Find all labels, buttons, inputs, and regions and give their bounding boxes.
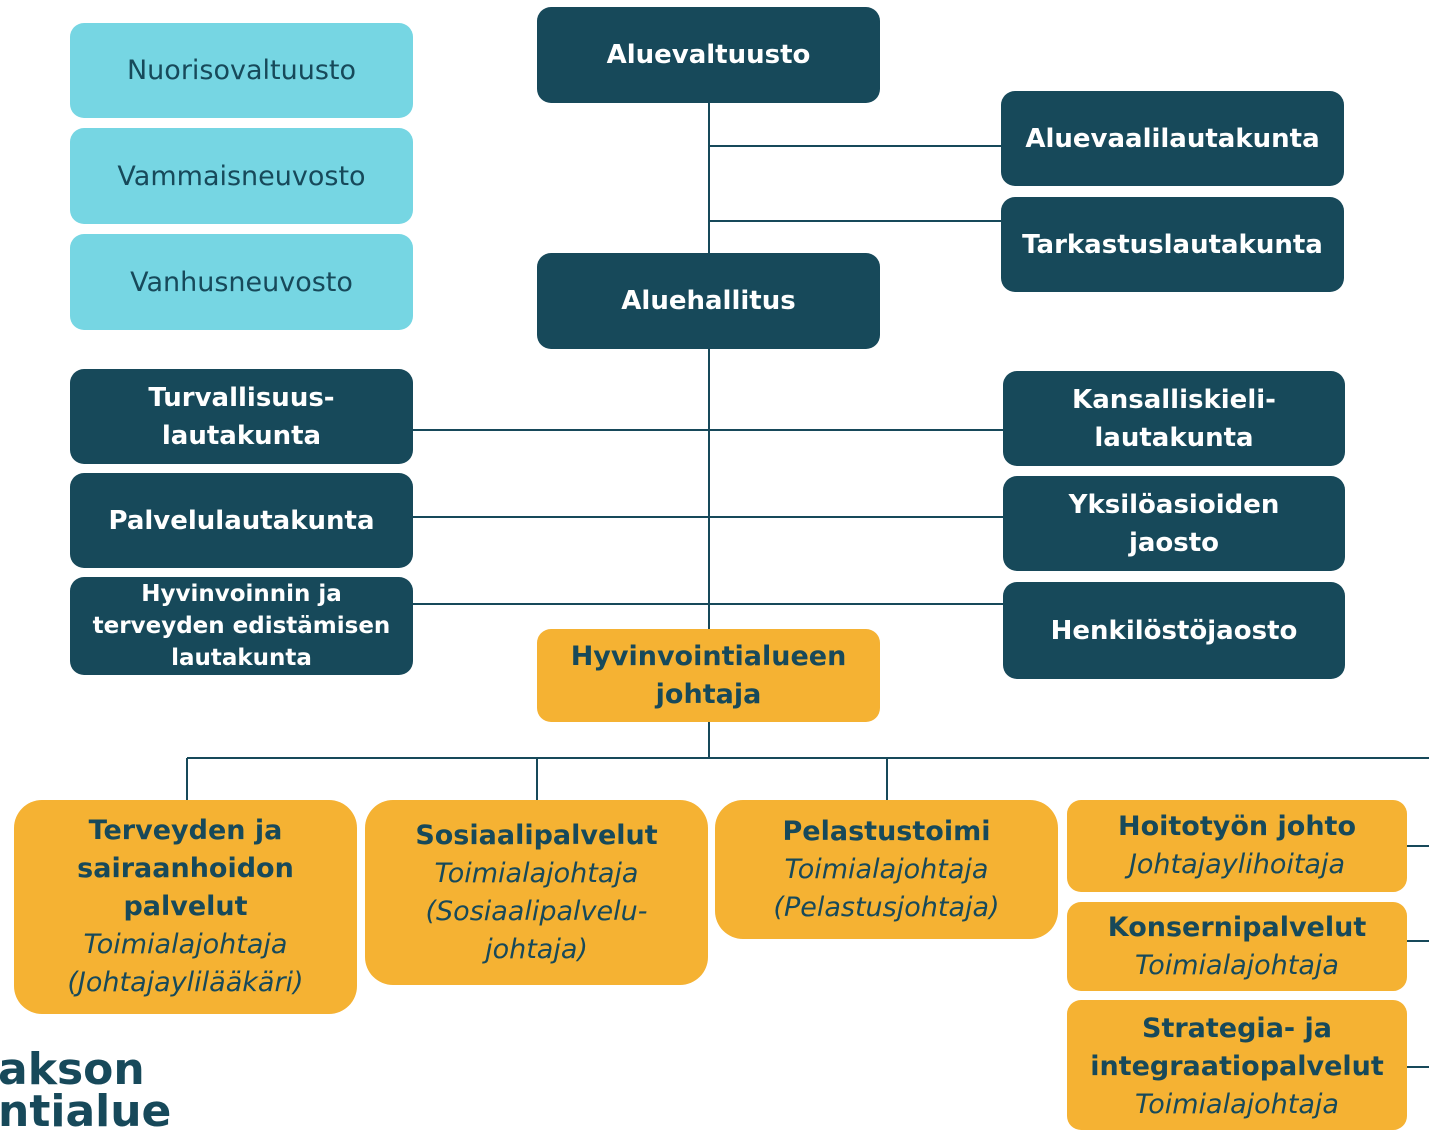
node-hyvinvoinnin-lautakunta: Hyvinvoinnin ja terveyden edistämisen la… — [70, 577, 413, 675]
council-vanhusneuvosto: Vanhusneuvosto — [70, 234, 413, 330]
node-label-line: johtaja — [655, 678, 762, 710]
node-label-line: jaosto — [1128, 527, 1220, 558]
unit-strategia-ja-integraatiopalvelut: Strategia- ja integraatiopalvelut Toimia… — [1067, 1000, 1407, 1130]
node-turvallisuuslautakunta: Turvallisuus- lautakunta — [70, 369, 413, 464]
division-title-line: sairaanhoidon — [77, 853, 294, 884]
unit-role-line: Toimialajohtaja — [1135, 1089, 1339, 1120]
node-label-line: lautakunta — [1094, 422, 1254, 453]
division-title-line: palvelut — [123, 891, 248, 922]
division-terveyden-ja-sairaanhoidon-palvelut: Terveyden ja sairaanhoidon palvelut Toim… — [14, 800, 357, 1014]
council-label: Vanhusneuvosto — [130, 266, 353, 298]
division-role-line: (Pelastusjohtaja) — [773, 891, 1000, 923]
unit-title-line: Konsernipalvelut — [1107, 911, 1367, 943]
node-aluehallitus: Aluehallitus — [537, 253, 880, 349]
division-role-line: Toimialajohtaja — [83, 929, 288, 960]
division-pelastustoimi: Pelastustoimi Toimialajohtaja (Pelastusj… — [715, 800, 1058, 939]
node-label-line: Henkilöstöjaosto — [1050, 615, 1298, 646]
logo-line-1: akson — [0, 1044, 145, 1095]
node-hyvinvointialueen-johtaja: Hyvinvointialueen johtaja — [537, 629, 880, 722]
node-label-line: Kansalliskieli- — [1072, 384, 1276, 415]
division-role-line: Toimialajohtaja — [434, 857, 639, 889]
council-label: Vammaisneuvosto — [117, 160, 366, 192]
unit-title-line: integraatiopalvelut — [1090, 1051, 1384, 1082]
node-label-line: lautakunta — [171, 645, 312, 671]
logo-line-2: ntialue — [0, 1086, 172, 1137]
division-role-line: johtaja) — [485, 933, 588, 965]
node-label: Tarkastuslautakunta — [1022, 229, 1323, 260]
council-nuorisovaltuusto: Nuorisovaltuusto — [70, 23, 413, 118]
node-aluevaltuusto: Aluevaltuusto — [537, 7, 880, 103]
node-label: Aluehallitus — [621, 286, 796, 316]
node-label-line: Hyvinvointialueen — [570, 640, 847, 672]
node-label-line: lautakunta — [161, 420, 322, 451]
unit-hoitotyon-johto: Hoitotyön johto Johtajaylihoitaja — [1067, 800, 1407, 892]
division-role-line: (Sosiaalipalvelu- — [425, 895, 648, 927]
unit-title-line: Strategia- ja — [1142, 1013, 1332, 1044]
node-label: Aluevaltuusto — [606, 40, 811, 70]
node-aluevaalilautakunta: Aluevaalilautakunta — [1001, 91, 1344, 186]
node-label-line: Palvelulautakunta — [108, 505, 375, 536]
division-role-line: Toimialajohtaja — [784, 853, 989, 885]
node-henkilostojaosto: Henkilöstöjaosto — [1003, 582, 1345, 679]
node-kansalliskielilautakunta: Kansalliskieli- lautakunta — [1003, 371, 1345, 466]
division-role-line: (Johtajaylilääkäri) — [67, 967, 304, 998]
division-title-line: Sosiaalipalvelut — [415, 819, 658, 851]
unit-role-line: Johtajaylihoitaja — [1128, 849, 1346, 880]
node-yksiloasioiden-jaosto: Yksilöasioiden jaosto — [1003, 476, 1345, 571]
division-title-line: Terveyden ja — [88, 815, 283, 846]
node-label-line: Turvallisuus- — [148, 382, 335, 413]
unit-role-line: Toimialajohtaja — [1135, 949, 1339, 981]
node-label: Aluevaalilautakunta — [1025, 123, 1320, 154]
unit-konsernipalvelut: Konsernipalvelut Toimialajohtaja — [1067, 902, 1407, 991]
council-label: Nuorisovaltuusto — [126, 55, 357, 86]
node-label-line: Hyvinvoinnin ja — [141, 581, 342, 607]
council-vammaisneuvosto: Vammaisneuvosto — [70, 128, 413, 224]
division-title-line: Pelastustoimi — [782, 815, 991, 847]
node-label-line: terveyden edistämisen — [92, 613, 391, 639]
unit-title-line: Hoitotyön johto — [1117, 811, 1357, 842]
node-tarkastuslautakunta: Tarkastuslautakunta — [1001, 197, 1344, 292]
node-palvelulautakunta: Palvelulautakunta — [70, 473, 413, 568]
node-label-line: Yksilöasioiden — [1068, 489, 1280, 520]
division-sosiaalipalvelut: Sosiaalipalvelut Toimialajohtaja (Sosiaa… — [365, 800, 708, 985]
